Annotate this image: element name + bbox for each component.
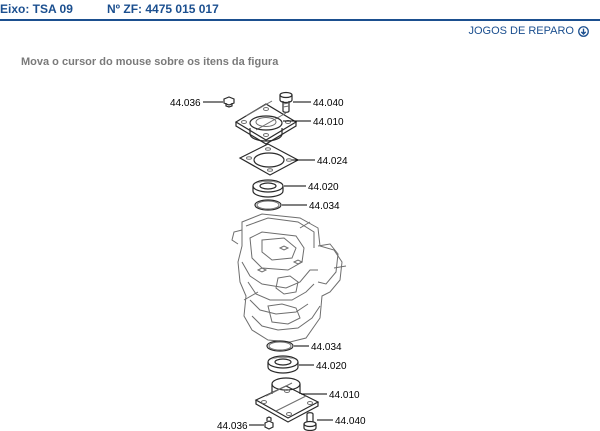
zf-number-label: Nº ZF: 4475 015 017 [107,2,219,16]
top-breather-screw[interactable] [223,96,235,108]
top-o-ring[interactable] [254,199,282,211]
callout-44020-top[interactable]: 44.020 [308,182,339,193]
callout-44010-bottom[interactable]: 44.010 [329,390,360,401]
repair-kits-link[interactable]: JOGOS DE REPARO [468,25,589,37]
bottom-breather-screw[interactable] [264,416,274,430]
callout-44034-bottom[interactable]: 44.034 [311,342,342,353]
circle-arrow-down-icon [578,25,589,37]
callout-44036-bottom[interactable]: 44.036 [217,421,248,431]
repair-kits-label: JOGOS DE REPARO [468,25,574,37]
title-bar: Eixo: TSA 09 Nº ZF: 4475 015 017 [0,0,600,21]
callout-44040-bottom[interactable]: 44.040 [335,416,366,427]
bottom-bearing[interactable] [267,355,299,374]
instruction-text: Mova o cursor do mouse sobre os itens da… [21,56,279,68]
top-cover-flange[interactable] [234,100,298,145]
bottom-bolt[interactable] [303,412,317,431]
axle-label: Eixo: TSA 09 [0,2,73,16]
callout-44010-top[interactable]: 44.010 [313,117,344,128]
bottom-o-ring[interactable] [266,340,294,352]
top-bolt[interactable] [279,91,293,113]
callout-44024[interactable]: 44.024 [317,156,348,167]
leader-lines [203,101,333,426]
callout-44020-bottom[interactable]: 44.020 [316,361,347,372]
bottom-cover-flange[interactable] [254,377,320,423]
steering-knuckle-housing[interactable] [231,213,347,343]
callout-44034-top[interactable]: 44.034 [309,201,340,212]
callout-44040-top[interactable]: 44.040 [313,98,344,109]
callout-44036-top[interactable]: 44.036 [170,98,201,109]
top-bearing[interactable] [252,179,284,198]
top-gasket[interactable] [238,143,300,176]
